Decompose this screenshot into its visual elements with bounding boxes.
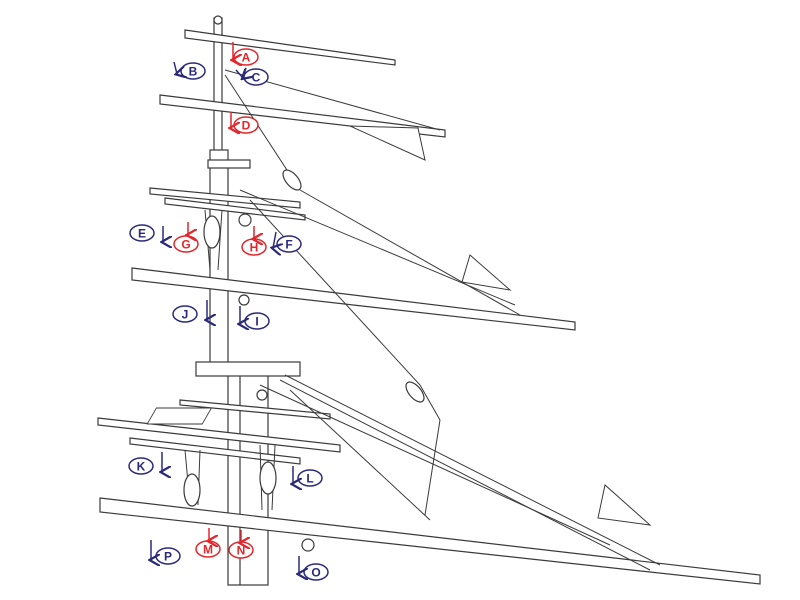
label-m-text: M xyxy=(203,543,213,557)
label-n-text: N xyxy=(237,544,246,558)
label-f: F xyxy=(276,235,302,253)
topsail-yard xyxy=(131,267,576,331)
label-a-text: A xyxy=(242,51,251,65)
label-i-text: I xyxy=(255,315,258,329)
label-o: O xyxy=(303,563,329,581)
label-e: E xyxy=(129,224,155,242)
yard-platform xyxy=(146,407,213,425)
arrow-b xyxy=(173,61,177,74)
label-l: L xyxy=(297,469,323,487)
topsail-clew xyxy=(461,254,512,291)
royal-yard xyxy=(184,29,396,66)
label-h-text: H xyxy=(250,241,259,255)
label-h: H xyxy=(241,238,267,256)
label-i: I xyxy=(244,312,270,330)
label-b-text: B xyxy=(189,65,198,79)
label-g-text: G xyxy=(181,238,190,252)
top-platform xyxy=(195,361,301,377)
arrow-f xyxy=(273,231,276,248)
label-j-text: J xyxy=(182,308,189,322)
label-f-text: F xyxy=(285,238,292,252)
label-j: J xyxy=(172,305,198,323)
label-k: K xyxy=(128,457,154,475)
label-m: M xyxy=(195,540,221,558)
label-c: C xyxy=(243,68,269,86)
label-b: B xyxy=(180,62,206,80)
blocks xyxy=(183,169,425,552)
label-n: N xyxy=(228,541,254,559)
label-e-text: E xyxy=(138,227,146,241)
label-d: D xyxy=(233,116,259,134)
arrow-c xyxy=(235,70,243,78)
label-p: P xyxy=(155,547,181,565)
course-clew xyxy=(597,484,652,526)
yards xyxy=(97,29,761,585)
truck xyxy=(213,15,223,25)
label-a: A xyxy=(233,48,259,66)
label-k-text: K xyxy=(137,460,146,474)
label-p-text: P xyxy=(164,550,172,564)
arrows xyxy=(151,42,299,574)
label-g: G xyxy=(173,235,199,253)
course-yard xyxy=(99,497,761,585)
label-c-text: C xyxy=(252,71,261,85)
label-o-text: O xyxy=(311,566,320,580)
crosstree-upper xyxy=(207,159,251,169)
label-l-text: L xyxy=(306,472,313,486)
label-d-text: D xyxy=(242,119,251,133)
topgallant-sail-furled xyxy=(349,125,426,161)
sails xyxy=(146,125,652,526)
